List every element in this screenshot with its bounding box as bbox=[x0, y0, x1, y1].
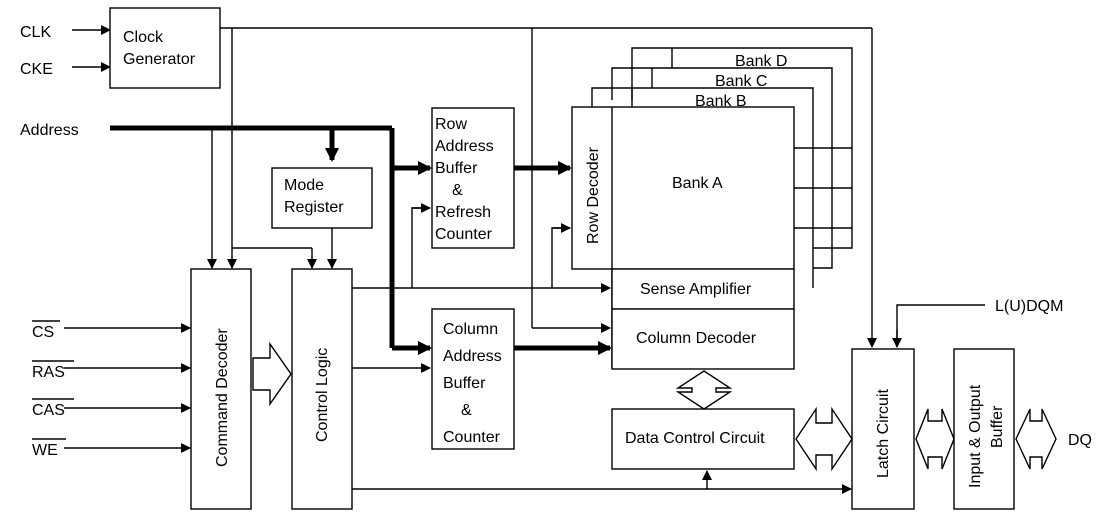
cs-signal: CS bbox=[32, 320, 191, 341]
svg-text:WE: WE bbox=[32, 442, 58, 459]
command-decoder-label: Command Decoder bbox=[214, 328, 231, 467]
address-label: Address bbox=[20, 122, 79, 139]
control-logic-block bbox=[291, 268, 353, 510]
coldec-datactrl-arrow bbox=[675, 370, 733, 410]
column-decoder-label: Column Decoder bbox=[636, 330, 757, 347]
bank-c: Bank C bbox=[611, 67, 833, 269]
datactrl-latch-arrow bbox=[795, 406, 853, 472]
bank-a-block bbox=[571, 106, 795, 270]
dq-label: DQ bbox=[1068, 432, 1092, 449]
clock-generator-label: Clock Generator bbox=[123, 29, 196, 68]
column-address-buffer-label: Column Address Buffer & Counter bbox=[443, 321, 506, 446]
data-control-circuit-label: Data Control Circuit bbox=[625, 430, 765, 447]
bank-stack-ticks bbox=[794, 147, 852, 229]
command-decoder-block bbox=[190, 268, 252, 510]
io-dq-arrow bbox=[1015, 408, 1057, 470]
ras-signal: RAS bbox=[32, 360, 191, 381]
sense-amplifier-label: Sense Amplifier bbox=[640, 281, 752, 298]
column-address-buffer-block bbox=[431, 308, 515, 450]
io-buffer-block bbox=[953, 348, 1015, 510]
mode-register-block bbox=[271, 167, 373, 229]
clock-lines bbox=[220, 27, 877, 348]
dqm-label: L(U)DQM bbox=[995, 298, 1063, 315]
bank-d-label: Bank D bbox=[735, 53, 787, 70]
we-signal: WE bbox=[32, 438, 191, 459]
column-decoder-block bbox=[611, 308, 795, 370]
row-address-buffer-block bbox=[431, 107, 515, 249]
control-logic-outputs bbox=[352, 203, 852, 494]
mode-register-label: Mode Register bbox=[284, 177, 344, 216]
cas-signal: CAS bbox=[32, 398, 191, 419]
latch-circuit-label: Latch Circuit bbox=[875, 389, 892, 478]
sense-amplifier-block bbox=[611, 268, 795, 310]
cke-label: CKE bbox=[20, 61, 53, 78]
latch-circuit-block bbox=[851, 348, 915, 510]
io-buffer-label: Input & Output Buffer bbox=[967, 380, 1006, 488]
bank-a-label: Bank A bbox=[672, 175, 723, 192]
address-bus bbox=[110, 125, 612, 355]
svg-text:CS: CS bbox=[32, 324, 54, 341]
control-logic-label: Control Logic bbox=[314, 348, 331, 442]
bank-c-label: Bank C bbox=[715, 73, 767, 90]
decoder-to-control-arrow bbox=[252, 341, 292, 407]
row-address-buffer-label: Row Address Buffer & Refresh Counter bbox=[435, 116, 498, 243]
clock-generator-block bbox=[109, 7, 221, 89]
bank-b-label: Bank B bbox=[695, 93, 747, 110]
row-decoder-label: Row Decoder bbox=[585, 146, 602, 244]
latch-io-arrow bbox=[915, 408, 955, 470]
data-control-circuit-block bbox=[611, 408, 795, 470]
clk-label: CLK bbox=[20, 24, 51, 41]
svg-text:CAS: CAS bbox=[32, 402, 65, 419]
bank-d: Bank D bbox=[631, 47, 853, 249]
dqm-line bbox=[896, 304, 985, 347]
svg-text:RAS: RAS bbox=[32, 364, 65, 381]
